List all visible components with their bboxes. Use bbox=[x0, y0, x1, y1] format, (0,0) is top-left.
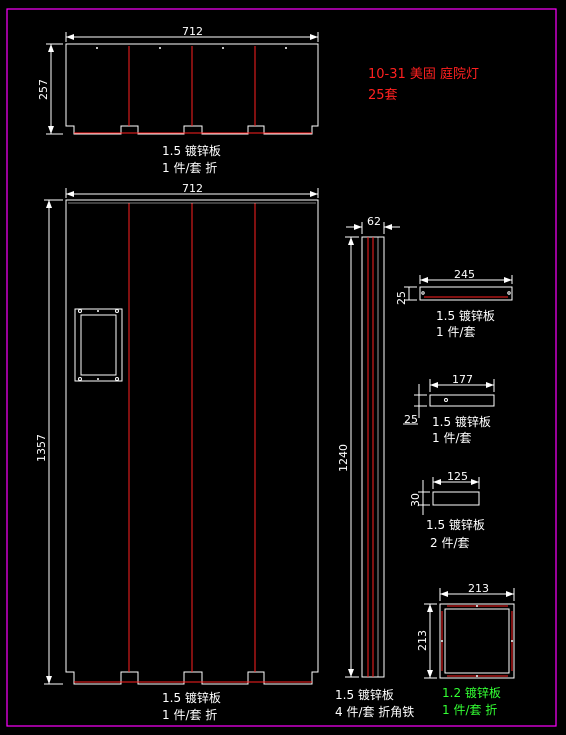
angle-bar-width-dim: 62 bbox=[367, 215, 381, 228]
part-245-quantity: 1 件/套 bbox=[436, 325, 476, 339]
square-plate-width-dim: 213 bbox=[468, 582, 489, 595]
top-panel-height-dim: 257 bbox=[37, 79, 50, 100]
top-panel-width-dim: 712 bbox=[182, 25, 203, 38]
main-panel-width-dim: 712 bbox=[182, 182, 203, 195]
top-panel-material: 1.5 镀锌板 bbox=[162, 144, 221, 158]
square-plate-material: 1.2 镀锌板 bbox=[442, 686, 501, 700]
angle-bar-material: 1.5 镀锌板 bbox=[335, 688, 394, 702]
part-245-height-dim: 25 bbox=[395, 291, 408, 305]
part-177-material: 1.5 镀锌板 bbox=[432, 415, 491, 429]
angle-bar-quantity: 4 件/套 折角铁 bbox=[335, 704, 414, 719]
main-panel: 712 1357 1.5 镀锌板 1 件/套 折 bbox=[35, 182, 319, 722]
square-plate: 213 213 1.2 镀锌板 1 件/套 折 bbox=[416, 582, 515, 717]
part-125-quantity: 2 件/套 bbox=[430, 536, 470, 550]
angle-bar: 62 1240 1.5 镀锌板 4 件/套 折角铁 bbox=[335, 215, 414, 719]
part-245-material: 1.5 镀锌板 bbox=[436, 309, 495, 323]
top-panel-quantity: 1 件/套 折 bbox=[162, 160, 217, 175]
part-177-height-dim: 25 bbox=[404, 413, 418, 426]
part-177: 177 25 1.5 镀锌板 1 件/套 bbox=[403, 373, 495, 445]
square-plate-quantity: 1 件/套 折 bbox=[442, 702, 497, 717]
main-panel-quantity: 1 件/套 折 bbox=[162, 707, 217, 722]
part-177-width-dim: 177 bbox=[452, 373, 473, 386]
square-plate-height-dim: 213 bbox=[416, 630, 429, 651]
angle-bar-height-dim: 1240 bbox=[337, 444, 350, 472]
header-title: 10-31 美固 庭院灯 bbox=[368, 66, 479, 82]
part-125-width-dim: 125 bbox=[447, 470, 468, 483]
part-245: 245 25 1.5 镀锌板 1 件/套 bbox=[395, 268, 513, 339]
top-panel: 712 257 1.5 镀锌板 1 件/套 折 bbox=[37, 25, 319, 175]
main-panel-height-dim: 1357 bbox=[35, 434, 48, 462]
header-quantity: 25套 bbox=[368, 87, 398, 103]
part-125-height-dim: 30 bbox=[409, 493, 422, 507]
main-panel-material: 1.5 镀锌板 bbox=[162, 691, 221, 705]
drawing-frame bbox=[6, 8, 557, 727]
part-125-material: 1.5 镀锌板 bbox=[426, 518, 485, 532]
part-125: 125 30 1.5 镀锌板 2 件/套 bbox=[409, 470, 485, 550]
part-177-quantity: 1 件/套 bbox=[432, 431, 472, 445]
part-245-width-dim: 245 bbox=[454, 268, 475, 281]
